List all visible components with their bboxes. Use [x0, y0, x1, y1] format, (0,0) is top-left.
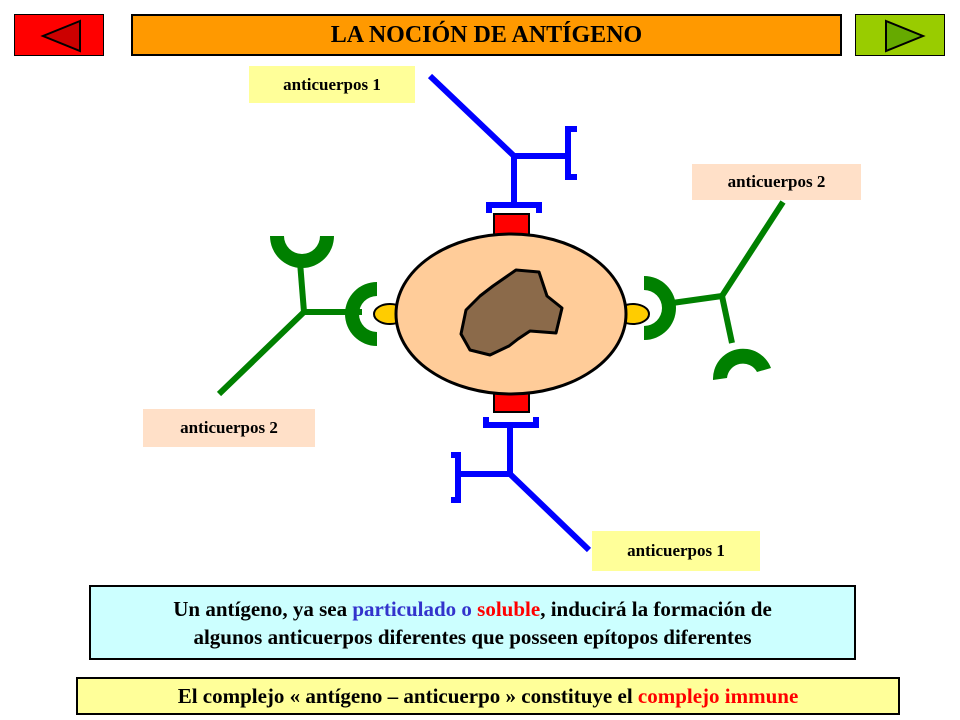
- term-complejo-immune: complejo immune: [637, 683, 799, 708]
- label-antibody-2-left: anticuerpos 2: [143, 409, 315, 447]
- label-antibody-2-right: anticuerpos 2: [692, 164, 861, 200]
- conclusion-box: El complejo « antígeno – anticuerpo » co…: [76, 677, 900, 715]
- label-antibody-1-bottom: anticuerpos 1: [592, 531, 760, 571]
- antibody-2-left-arm-side: [345, 282, 377, 346]
- page-title: LA NOCIÓN DE ANTÍGENO: [131, 14, 842, 56]
- info-line-2: algunos anticuerpos diferentes que posse…: [193, 625, 752, 649]
- antibody-1-bottom: [451, 417, 592, 553]
- previous-button[interactable]: [14, 14, 104, 56]
- term-particulado: particulado: [352, 597, 457, 621]
- term-soluble: soluble: [477, 597, 541, 621]
- cell-nucleus: [459, 268, 564, 357]
- antibody-2-right-arm-bottom: [712, 348, 771, 380]
- triangle-right-icon: [885, 19, 926, 53]
- antibody-2-right: [664, 200, 786, 344]
- info-box: Un antígeno, ya sea particulado o solubl…: [89, 585, 856, 660]
- triangle-left-icon: [40, 19, 81, 53]
- antibody-2-left-arm-top: [270, 236, 334, 268]
- info-line-1: Un antígeno, ya sea particulado o solubl…: [173, 597, 772, 621]
- label-antibody-1-top: anticuerpos 1: [249, 66, 415, 103]
- antibody-1-top: [427, 73, 577, 213]
- next-button[interactable]: [855, 14, 945, 56]
- antibody-2-left: [216, 261, 362, 397]
- antibody-2-right-arm-side: [644, 276, 676, 340]
